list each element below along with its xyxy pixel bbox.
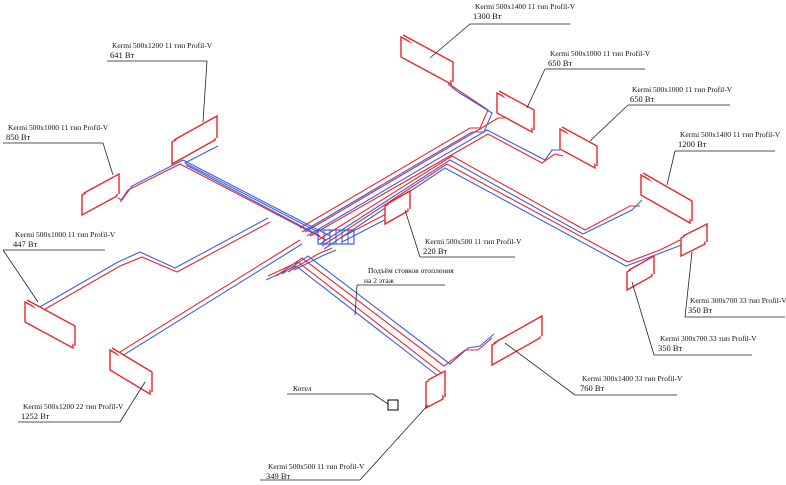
supply-pipe bbox=[304, 117, 505, 233]
radiator-model: Kermi 500x500 11 тип Profil-V bbox=[425, 237, 522, 246]
return-pipe bbox=[306, 129, 560, 237]
supply-pipe bbox=[321, 163, 681, 263]
manifold-hub bbox=[317, 229, 355, 245]
radiator-model: Kermi 300x700 33 тип Profil-V bbox=[660, 334, 757, 343]
supply-pipe bbox=[113, 239, 301, 359]
return-pipe bbox=[115, 243, 303, 363]
radiator-top-edge bbox=[493, 314, 543, 344]
return-pipe bbox=[301, 83, 493, 233]
leader-line bbox=[404, 209, 421, 258]
supply-pipe bbox=[287, 247, 333, 273]
radiator-top-edge bbox=[402, 34, 454, 82]
riser-note-line1: Подъём стояков отопления bbox=[368, 266, 454, 275]
radiator-top-edge bbox=[561, 126, 598, 166]
radiator-top-edge bbox=[26, 299, 76, 346]
radiator-model: Kermi 500x1200 22 тип Profil-V bbox=[23, 402, 124, 411]
radiator-power: 1300 Вт bbox=[473, 11, 502, 21]
radiator-power: 650 Вт bbox=[548, 58, 573, 68]
leader-line bbox=[372, 393, 389, 405]
radiator-model: Kermi 300x1400 33 тип Profil-V bbox=[582, 374, 683, 383]
boiler-symbol bbox=[387, 399, 399, 411]
leader-line bbox=[119, 381, 146, 423]
return-pipe bbox=[185, 164, 321, 237]
leader-line bbox=[666, 150, 676, 186]
radiator-top-edge bbox=[427, 369, 446, 397]
radiator-power: 1252 Вт bbox=[21, 411, 50, 421]
radiator-power: 641 Вт bbox=[110, 50, 135, 60]
radiator-power: 760 Вт bbox=[580, 383, 605, 393]
return-pipe bbox=[117, 159, 331, 237]
radiator-model: Kermi 500x1200 11 тип Profil-V bbox=[112, 41, 213, 50]
return-pipe bbox=[183, 145, 319, 233]
radiator-model: Kermi 500x1400 11 тип Profil-V bbox=[680, 130, 781, 139]
radiator-model: Kermi 300x700 33 тип Profil-V bbox=[690, 296, 786, 305]
radiator-top-edge bbox=[83, 172, 120, 194]
radiator-model: Kermi 500x1000 11 тип Profil-V bbox=[15, 230, 116, 239]
supply-pipe bbox=[309, 133, 564, 237]
radiator-power: 850 Вт bbox=[6, 132, 31, 142]
leader-line bbox=[504, 342, 576, 396]
leader-line bbox=[429, 23, 471, 59]
return-pipe bbox=[281, 255, 495, 365]
radiator-top-edge bbox=[386, 189, 411, 209]
supply-pipe bbox=[267, 261, 446, 381]
radiator-power: 220 Вт bbox=[423, 246, 448, 256]
leader-line bbox=[589, 104, 629, 142]
return-pipe bbox=[319, 159, 643, 245]
radiator-power: 349 Вт bbox=[266, 471, 291, 481]
radiator-power: 447 Вт bbox=[13, 239, 38, 249]
radiators bbox=[24, 34, 708, 410]
supply-pipe bbox=[275, 257, 493, 367]
radiator-top-edge bbox=[111, 347, 153, 392]
radiator-power: 650 Вт bbox=[630, 94, 655, 104]
supply-pipe bbox=[299, 79, 489, 229]
radiator-top-edge bbox=[628, 254, 655, 274]
boiler-callout: Котел bbox=[287, 384, 389, 405]
radiator-model: Kermi 500x1000 11 тип Profil-V bbox=[550, 49, 651, 58]
leader-line bbox=[202, 60, 208, 123]
riser-note-line2: на 2 этаж bbox=[364, 276, 395, 285]
return-pipe bbox=[293, 249, 337, 271]
return-pipe bbox=[265, 265, 439, 387]
radiator-top-edge bbox=[498, 90, 535, 130]
radiator-top-edge bbox=[682, 222, 708, 242]
radiator-power: 350 Вт bbox=[658, 343, 683, 353]
radiator-power: 350 Вт bbox=[688, 305, 713, 315]
pipe-network bbox=[31, 79, 685, 387]
leader-line bbox=[102, 142, 114, 176]
leader-line bbox=[631, 281, 655, 356]
radiator-top-edge bbox=[173, 114, 218, 141]
supply-pipe bbox=[119, 163, 327, 241]
radiator-model: Kermi 500x1000 11 тип Profil-V bbox=[8, 123, 109, 132]
leader-line bbox=[684, 251, 693, 318]
leader-line bbox=[359, 404, 429, 481]
radiator-power: 1200 Вт bbox=[678, 139, 707, 149]
radiator-model: Kermi 500x1000 11 тип Profil-V bbox=[632, 85, 733, 94]
leader-line bbox=[526, 68, 546, 109]
boiler-label: Котел bbox=[293, 384, 312, 393]
leader-line bbox=[354, 284, 358, 316]
supply-pipe bbox=[317, 155, 640, 241]
leader-line bbox=[2, 249, 39, 303]
radiator-model: Kermi 500x1400 11 тип Profil-V bbox=[475, 2, 576, 11]
radiator-model: Kermi 500x500 11 тип Profil-V bbox=[268, 462, 365, 471]
radiator-top-edge bbox=[642, 172, 693, 221]
